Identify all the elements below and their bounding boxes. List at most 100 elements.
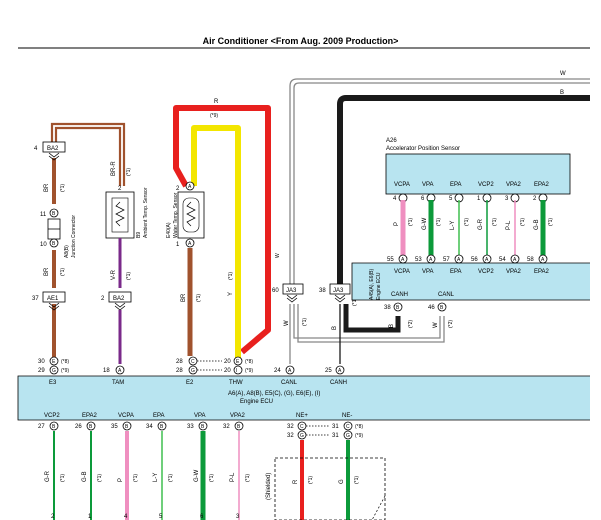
wire-w-ja-note: (*1) (302, 318, 308, 326)
wire-y-note: (*1) (228, 272, 234, 280)
ecu-label-tam: TAM (112, 380, 124, 386)
ecu-right-pin-letter: A (401, 257, 405, 263)
bottom-wire-r-label: R (293, 479, 299, 484)
ecu-right-pin-num: 57 (443, 257, 450, 263)
ecu-right-id: A45(A), E6(B) (369, 269, 375, 300)
ecu-right-canh-letter: B (396, 305, 400, 311)
ecu-bottom-pin-marker (86, 421, 96, 431)
bottom-wires: B27G-R(*1)2B26G-B(*1)1B35P(*1)4B34L-Y(*1… (38, 421, 251, 520)
thw-b-note: (*9) (245, 368, 253, 374)
wire-red-loop: R (*9) (173, 99, 271, 355)
ecu-bottom-label: VPA2 (230, 413, 246, 419)
nem-b-num: 31 (332, 433, 339, 439)
accel-id: A26 (386, 138, 397, 144)
wire-br-e2-label: BR (181, 293, 187, 302)
sensor-wire-note-1: (*1) (408, 218, 414, 226)
accel-pin-num: 2 (533, 196, 537, 202)
bottom-wire-num: 2 (51, 514, 55, 520)
e2-a-num: 28 (176, 359, 183, 365)
sensor-wire-note-4: (*1) (492, 218, 498, 226)
wire-b-canh-label: B (389, 324, 395, 328)
wire-brown-left: BR (*1) BR (*1) (44, 122, 126, 358)
wire-brr-note: (*1) (126, 168, 132, 176)
connector-ba2-mid-pin: 2 (101, 296, 105, 302)
e2-thw-pins: C 28 G 28 20 E (*8) 20 I (*9) (176, 356, 253, 375)
ecu-bottom-pin-num: 33 (187, 424, 194, 430)
ambient-temp-sensor: BR-R (*1) 2 1 B9 Ambient Temp. Sensor V-… (105, 161, 149, 288)
thw-b-letter: I (236, 368, 237, 374)
ecu-right-pin-num: 53 (415, 257, 422, 263)
ecu-right-pin-num: 55 (387, 257, 394, 263)
wire-yellow: Y (*1) (191, 125, 241, 358)
sensor-wires: P G-W L-Y G-R P-L G-B (*1) (*1) (*1) (*1… (394, 200, 554, 256)
water-temp-sensor: A 2 A 1 E40(A) Water Temp. Sensor BR (*1… (166, 181, 205, 356)
ambient-name: Ambient Temp. Sensor (143, 187, 149, 238)
bottom-wire-note: (*1) (133, 474, 139, 482)
ecu-bottom-pin-letter: B (52, 424, 56, 430)
connector-ja3-left-label: JA3 (286, 288, 297, 294)
accel-pin-label: EPA2 (534, 182, 550, 188)
e3-a-note: (*8) (61, 359, 69, 365)
wire-r-note: (*9) (210, 113, 218, 119)
accel-pin-label: EPA (450, 182, 462, 188)
thw-a-num: 20 (224, 359, 231, 365)
ecu-right-pin-marker (426, 254, 436, 264)
wire-br-a-label: BR (44, 183, 50, 192)
junction-connector: B 11 B 10 A8(B) Junction Connector (40, 208, 77, 258)
ecu-right-name: Engine ECU (376, 272, 382, 300)
nem-a-num: 31 (332, 424, 339, 430)
junction-pin-top: 11 (40, 212, 47, 218)
water-pin-bot: 1 (176, 242, 180, 248)
e3-a-num: 30 (38, 359, 45, 365)
junction-letter-top: B (52, 211, 56, 217)
nem-a-note: (*8) (355, 424, 363, 430)
accel-pin-num: 3 (505, 196, 509, 202)
diagram-title: Air Conditioner <From Aug. 2009 Producti… (202, 36, 399, 46)
ecu-label-thw: THW (229, 380, 243, 386)
nem-b-note: (*9) (355, 433, 363, 439)
ecu-right-pin-marker (538, 254, 548, 264)
ecu-bottom-label: EPA (153, 413, 165, 419)
bottom-wire-note: (*1) (97, 474, 103, 482)
bottom-wire-label: P-L (230, 472, 236, 482)
connector-ja3-right-label: JA3 (333, 288, 344, 294)
ecu-bottom-label: VCPA (118, 413, 134, 419)
accel-pin-label: VPA (422, 182, 434, 188)
nep-a-num: 32 (287, 424, 294, 430)
ecu-bottom-pin-num: 34 (146, 424, 153, 430)
canh-letter: A (338, 368, 342, 374)
ecu-right-pin-num: 54 (499, 257, 506, 263)
ambient-id: B9 (136, 232, 142, 238)
ecu-bottom-pin-marker (122, 421, 132, 431)
bottom-wire-g-label: G (339, 479, 345, 484)
bottom-wire-num: 5 (159, 514, 163, 520)
e2-a-letter: C (191, 359, 195, 365)
ecu-bottom-pin-marker (198, 421, 208, 431)
engine-ecu-right: A55VCPAA53VPAA57EPAA56VCP2A54VPA2A58EPA2… (351, 254, 590, 312)
sensor-wire-note-2: (*1) (436, 218, 442, 226)
accel-pin-label: VCPA (394, 182, 410, 188)
accel-pin-num: 5 (449, 196, 453, 202)
bottom-wire-g-note: (*1) (354, 476, 360, 484)
ecu-right-pin-letter: A (429, 257, 433, 263)
bottom-wire-label: L-Y (153, 473, 159, 482)
ecu-right-pin-label: VCP2 (478, 269, 494, 275)
water-name: Water Temp. Sensor (173, 192, 179, 238)
water-id: E40(A) (166, 222, 172, 238)
ecu-bottom-pin-num: 26 (75, 424, 82, 430)
wire-w-ja-label: W (284, 320, 290, 326)
ecu-bottom-label: NE- (342, 413, 352, 419)
wire-b-canh-note: (*2) (408, 320, 414, 328)
wire-b-top-label: B (560, 90, 564, 96)
wire-br-a-note: (*1) (60, 184, 66, 192)
thw-b-num: 20 (224, 368, 231, 374)
ecu-right-pin-marker (510, 254, 520, 264)
connector-ja3-left-pin: 60 (272, 288, 279, 294)
water-letter-bot: A (188, 241, 192, 247)
ecu-bottom-pin-letter: B (125, 424, 129, 430)
accel-pin-num: 6 (421, 196, 425, 202)
bottom-wire-label: P (118, 478, 124, 482)
ecu-right-pin-label: VPA2 (506, 269, 522, 275)
connector-ae1-label: AE1 (47, 296, 59, 302)
e3-pins: E 30 (*8) G 29 (*9) (38, 356, 69, 375)
